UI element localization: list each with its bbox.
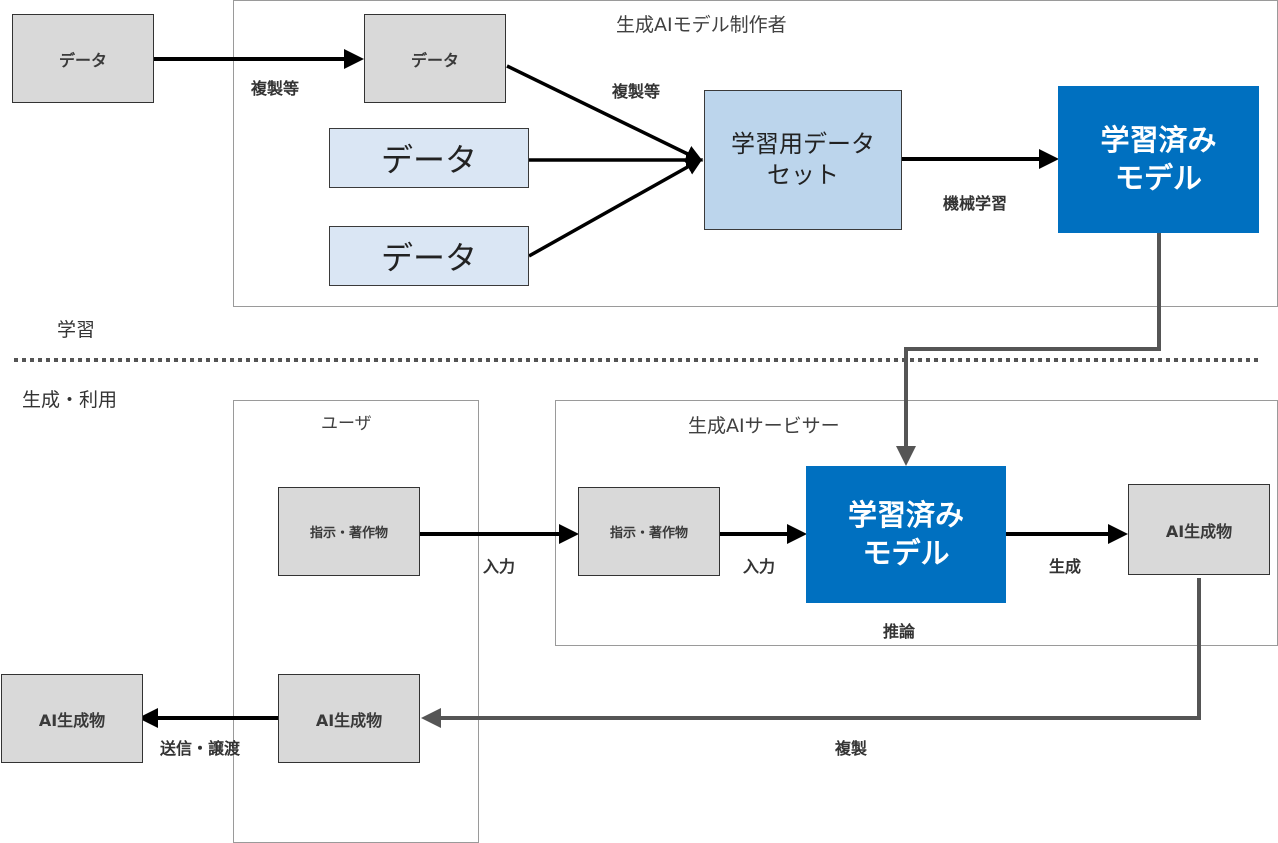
arrow-output-copy-to-user: [421, 578, 1201, 728]
user-prompt-label: 指示・著作物: [309, 526, 388, 541]
section-label-generation: 生成・利用: [22, 389, 118, 411]
data-copy-label: データ: [410, 50, 459, 70]
service-output-label: AI生成物: [1165, 521, 1233, 541]
trained-model-service-line1: 学習済み: [847, 497, 964, 532]
arrow-copy-to-dataset: [506, 64, 704, 162]
arrow-data-b-to-dataset: [528, 158, 704, 258]
edge-label-copy-back: 複製: [835, 739, 868, 758]
trained-model-service-line2: モデル: [862, 535, 950, 570]
edge-label-machine-learning: 機械学習: [943, 194, 1008, 213]
data-b-label: データ: [380, 239, 477, 277]
edge-label-input-2: 入力: [743, 557, 776, 576]
edge-label-copy-2: 複製等: [612, 82, 661, 101]
trained-model-service-box: 学習済み モデル: [806, 466, 1006, 603]
service-prompt-label: 指示・著作物: [609, 526, 688, 541]
training-dataset-label-line2: セット: [767, 161, 839, 189]
training-dataset-label-line1: 学習用データ: [731, 129, 875, 158]
edge-label-copy-1: 複製等: [251, 79, 300, 98]
service-prompt-box: 指示・著作物: [578, 487, 720, 576]
trained-model-top-box: 学習済み モデル: [1058, 86, 1259, 233]
data-b-box: データ: [329, 226, 529, 286]
data-a-box: データ: [329, 128, 529, 188]
trained-model-top-line1: 学習済み: [1100, 122, 1217, 157]
edge-label-inference: 推論: [883, 622, 916, 641]
data-copy-box: データ: [364, 14, 506, 103]
user-output-label: AI生成物: [315, 710, 383, 730]
arrow-model-to-service: [896, 233, 1161, 466]
service-region-title: 生成AIサービサー: [688, 415, 840, 437]
creator-region-title: 生成AIモデル制作者: [616, 14, 787, 36]
edge-label-input-1: 入力: [483, 557, 516, 576]
edge-label-generate: 生成: [1049, 557, 1082, 576]
user-output-box: AI生成物: [278, 674, 420, 763]
data-a-label: データ: [380, 141, 477, 179]
edge-label-send-transfer: 送信・譲渡: [160, 739, 241, 758]
external-output-label: AI生成物: [38, 710, 106, 730]
data-source-box: データ: [12, 14, 154, 103]
service-output-box: AI生成物: [1128, 484, 1270, 575]
section-label-learning: 学習: [57, 319, 96, 341]
user-prompt-box: 指示・著作物: [278, 487, 420, 576]
training-dataset-box: 学習用データ セット: [704, 90, 902, 230]
trained-model-top-line2: モデル: [1114, 160, 1202, 195]
external-output-box: AI生成物: [1, 674, 143, 763]
data-source-label: データ: [58, 50, 107, 70]
user-region-title: ユーザ: [321, 414, 372, 434]
